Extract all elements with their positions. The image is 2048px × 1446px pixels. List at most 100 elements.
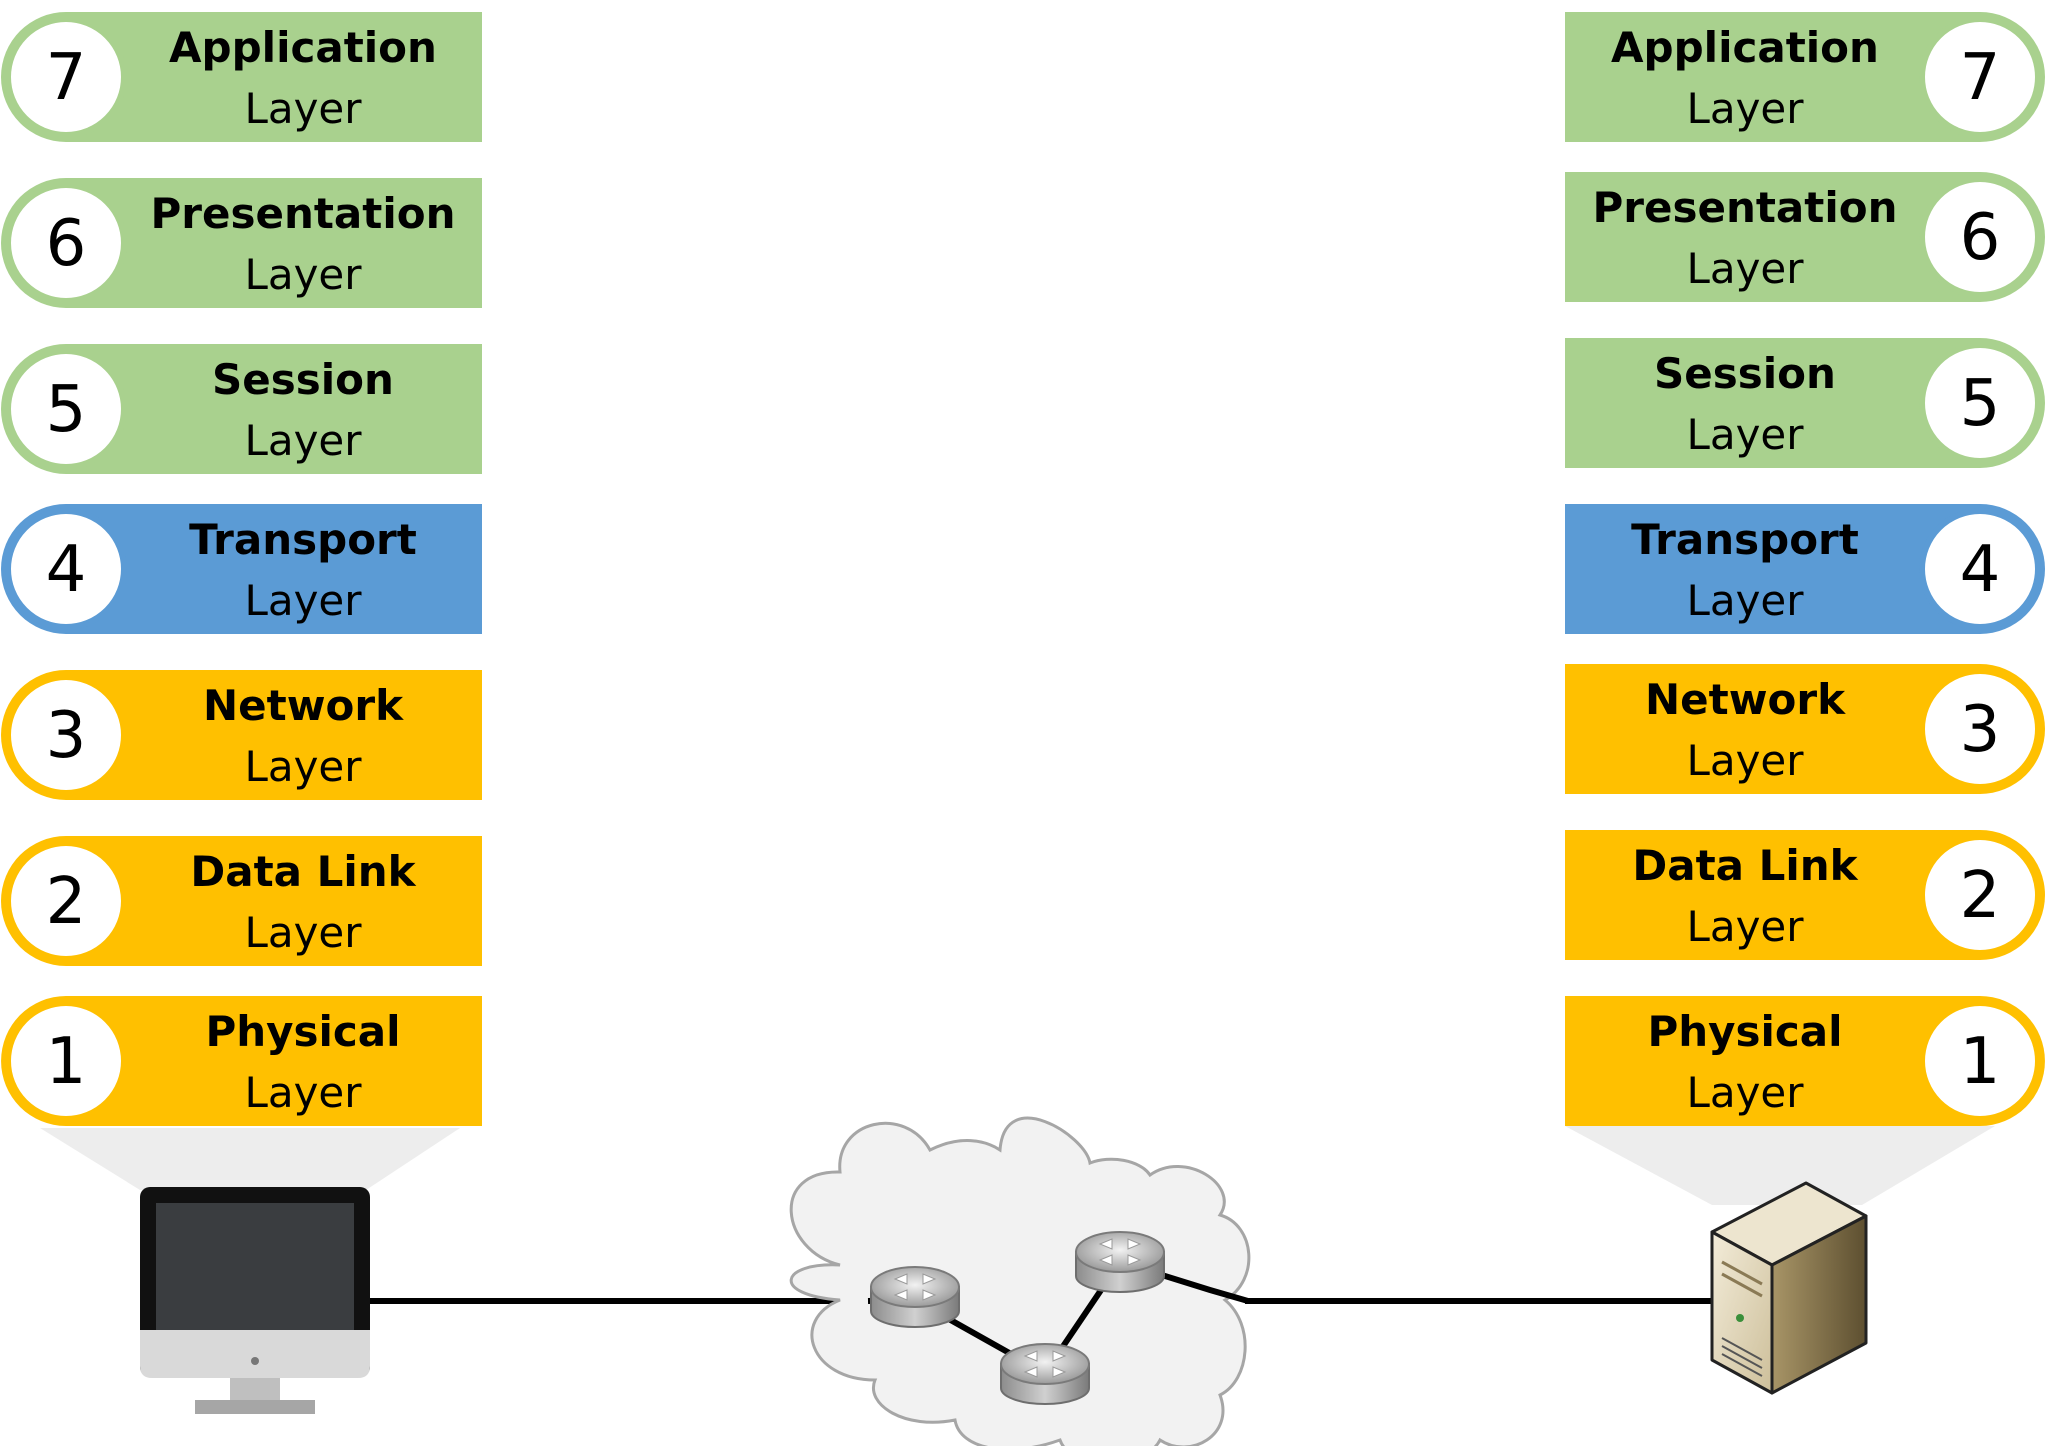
cloud-shape [789,1116,1251,1446]
server-vent-3 [1721,1353,1763,1377]
right-layer-7-title: Application [1611,23,1879,72]
server-drive-bay-2 [1721,1272,1763,1298]
left-layer-5-pill [1,344,482,474]
right-layer-4-number: 4 [1960,533,2001,607]
right-layer-5-pill [1565,338,2045,468]
left-layer-3-pill [1,670,482,800]
right-layer-4-title: Transport [1631,515,1859,564]
right-layer-1-number: 1 [1960,1025,2001,1099]
left-layer-3-title: Network [203,681,404,730]
left-layer-3-subtitle: Layer [244,742,362,791]
right-layer-3-number-circle [1919,668,2041,790]
right-layer-4-pill [1565,504,2045,634]
routers [870,1231,1165,1405]
right-layer-7-pill [1565,12,2045,142]
left-layer-1-number-circle [5,1000,127,1122]
right-layer-3-pill [1565,664,2045,794]
right-layer-7-subtitle: Layer [1686,84,1804,133]
right-layer-3-title: Network [1645,675,1846,724]
network-cloud [789,1116,1251,1446]
left-layer-6-number-circle [5,182,127,304]
left-layer-2-subtitle: Layer [244,908,362,957]
left-layer-6-number: 6 [46,207,87,281]
monitor-button [251,1357,259,1365]
left-projection [40,1128,460,1190]
left-layer-3-number: 3 [46,699,87,773]
left-layer-2-pill [1,836,482,966]
left-layer-1-number: 1 [46,1025,87,1099]
right-layer-1-title: Physical [1647,1007,1842,1056]
left-layer-7-number-circle [5,16,127,138]
right-layer-7-number-circle [1919,16,2041,138]
left-layer-7-number: 7 [46,41,87,115]
left-layer-5-number: 5 [46,373,87,447]
left-layer-5-subtitle: Layer [244,416,362,465]
server-icon [1710,1181,1868,1395]
left-layer-1-subtitle: Layer [244,1068,362,1117]
monitor-screen [156,1203,354,1333]
left-layer-4-subtitle: Layer [244,576,362,625]
left-layer-1-title: Physical [205,1007,400,1056]
projections [40,1126,1995,1205]
left-layer-3-number-circle [5,674,127,796]
left-layer-5-title: Session [212,355,394,404]
right-layer-2-subtitle: Layer [1686,902,1804,951]
right-layer-6-pill [1565,172,2045,302]
right-layer-5-subtitle: Layer [1686,410,1804,459]
right-layer-5-title: Session [1654,349,1836,398]
left-layer-7-title: Application [169,23,437,72]
right-layer-6-subtitle: Layer [1686,244,1804,293]
server-side [1770,1214,1868,1395]
left-layer-7-pill [1,12,482,142]
server-power-led [1736,1314,1744,1322]
left-layer-2-title: Data Link [190,847,416,896]
left-layer-4-number: 4 [46,533,87,607]
right-layer-5-number-circle [1919,342,2041,464]
left-layer-1-pill [1,996,483,1126]
right-layer-2-number: 2 [1960,859,2001,933]
monitor-stand [230,1378,280,1400]
right-layer-7-number: 7 [1960,41,2001,115]
left-layer-6-title: Presentation [150,189,455,238]
router-icon [870,1266,960,1328]
server-vent-1 [1721,1337,1763,1361]
left-layer-4-pill [1,504,482,634]
right-layer-2-title: Data Link [1632,841,1858,890]
right-projection [1565,1126,1995,1205]
right-layer-5-number: 5 [1960,367,2001,441]
right-layer-3-number: 3 [1960,693,2001,767]
monitor-icon [140,1187,370,1414]
right-layer-2-number-circle [1919,834,2041,956]
right-layer-6-number: 6 [1960,201,2001,275]
server-vent-2 [1721,1345,1763,1369]
right-layer-4-subtitle: Layer [1686,576,1804,625]
right-layer-1-subtitle: Layer [1686,1068,1804,1117]
right-layer-2-pill [1565,830,2045,960]
right-osi-stack: 7ApplicationLayer6PresentationLayer5Sess… [1565,12,2045,1126]
left-layer-6-subtitle: Layer [244,250,362,299]
router-icon [1075,1231,1165,1293]
monitor-base [195,1400,315,1414]
left-layer-4-number-circle [5,508,127,630]
server-drive-bay-1 [1721,1260,1763,1286]
left-layer-6-pill [1,178,482,308]
monitor-chin [140,1330,370,1378]
left-layer-2-number-circle [5,840,127,962]
left-layer-5-number-circle [5,348,127,470]
left-layer-4-title: Transport [189,515,417,564]
